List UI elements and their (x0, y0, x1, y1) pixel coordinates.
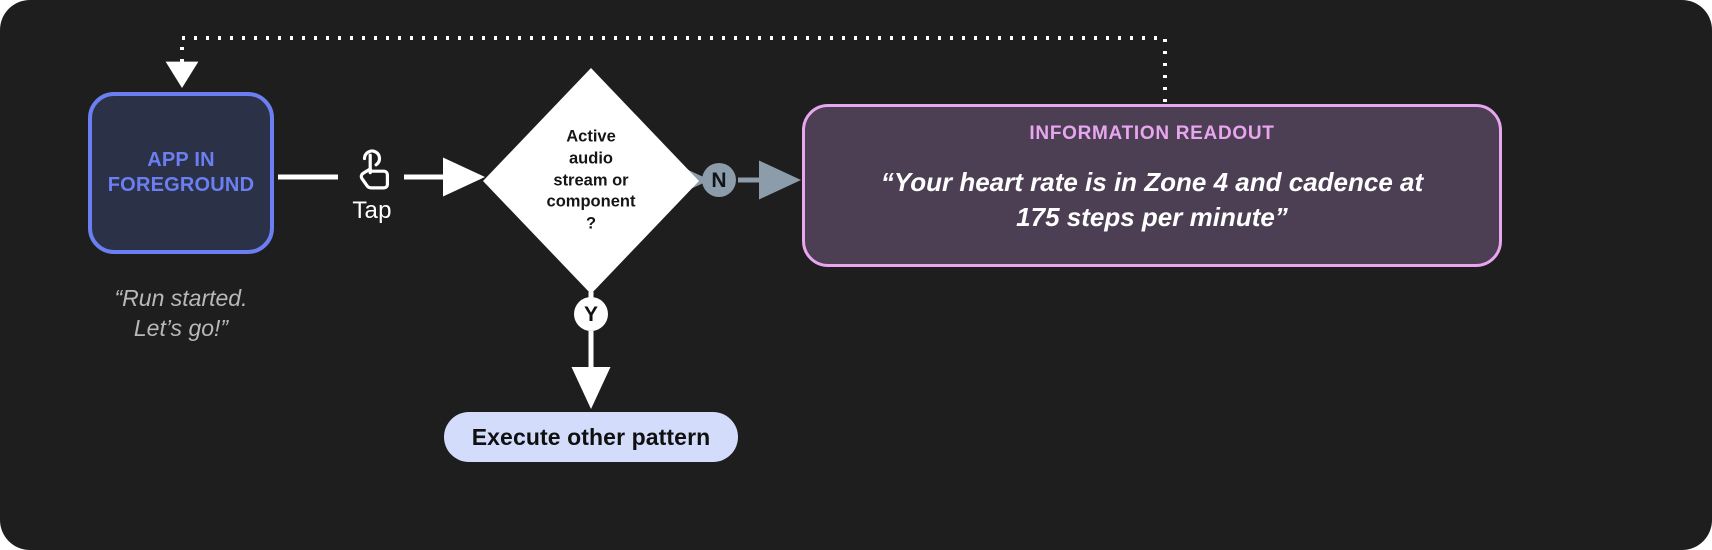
node-information-readout[interactable]: INFORMATION READOUT “Your heart rate is … (802, 104, 1502, 267)
app-in-foreground-caption: “Run started. Let’s go!” (114, 285, 248, 341)
execute-other-pattern-label: Execute other pattern (471, 423, 711, 450)
branch-badge-no: N (702, 163, 736, 197)
information-readout-title: INFORMATION READOUT (1029, 123, 1275, 144)
connector-readout-feedback-loop (165, 36, 1167, 102)
decision-label: Active audio stream or component ? (546, 127, 636, 233)
app-in-foreground-label: APP IN FOREGROUND (107, 149, 255, 196)
node-execute-other-pattern[interactable]: Execute other pattern (444, 412, 738, 462)
node-app-in-foreground[interactable]: APP IN FOREGROUND (88, 92, 274, 254)
information-readout-body: “Your heart rate is in Zone 4 and cadenc… (880, 167, 1424, 232)
node-decision-active-audio[interactable]: Active audio stream or component ? (483, 68, 699, 294)
tap-label: Tap (352, 197, 392, 224)
branch-badge-yes: Y (574, 297, 608, 331)
tap-gesture-group: Tap (336, 143, 408, 225)
tap-gesture-icon (359, 149, 389, 190)
